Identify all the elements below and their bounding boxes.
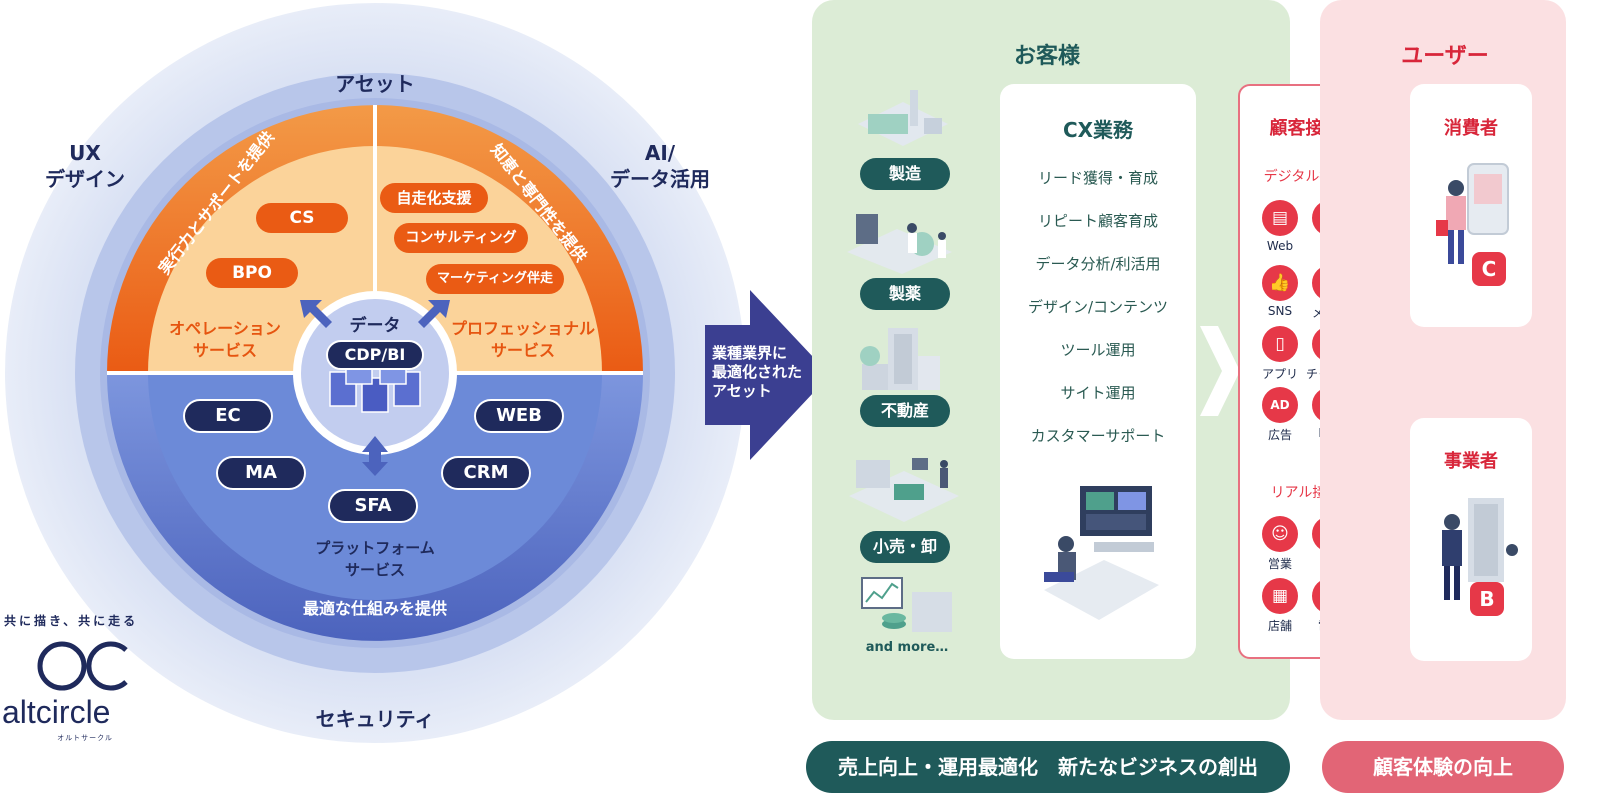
sfa-pill: SFA	[328, 489, 418, 523]
app-caption: アプリ	[1261, 367, 1298, 381]
ma-pill: MA	[216, 456, 306, 490]
cx-item: デザイン/コンテンツ	[1027, 298, 1169, 316]
consumer-badge: C	[1472, 252, 1506, 286]
cx-item: リピート顧客育成	[1037, 212, 1158, 230]
sns-caption: SNS	[1267, 304, 1293, 318]
more-industries-illustration	[861, 577, 952, 632]
users-title: ユーザー	[1401, 44, 1489, 69]
business-title: 事業者	[1444, 451, 1498, 472]
ad-icon: AD	[1262, 387, 1298, 423]
platform-service-label: プラットフォーム サービス	[315, 539, 435, 579]
pharma-illustration	[847, 214, 952, 274]
bpo-pill: BPO	[206, 258, 298, 288]
pro-service-label: プロフェッショナル サービス	[450, 319, 595, 360]
cx-improvement-pill: 顧客体験の向上	[1322, 741, 1564, 793]
crm-pill: CRM	[441, 456, 531, 490]
arrow-icons	[300, 300, 450, 476]
web-icon: ▤	[1262, 200, 1298, 236]
business-illustration	[1442, 498, 1518, 600]
operator-workstation-illustration	[1044, 486, 1159, 620]
industry-manufacturing: 製造	[860, 158, 950, 190]
cdp-bi-pill: CDP/BI	[326, 340, 424, 370]
center-core	[301, 299, 449, 447]
and-more-label: and more…	[865, 640, 949, 655]
store-icon: ▦	[1262, 578, 1298, 614]
marketing-pill: マーケティング伴走	[426, 264, 564, 294]
asset-arrow-label: 業種業界に 最適化された アセット	[712, 344, 803, 400]
consumer-title: 消費者	[1444, 118, 1498, 139]
data-title: データ	[349, 316, 401, 336]
cx-item: ツール運用	[1060, 341, 1136, 359]
brand-tagline: 共に描き、共に走る	[4, 614, 139, 628]
sales-caption: 営業	[1267, 557, 1292, 571]
real-estate-illustration	[860, 328, 940, 390]
asset-label: アセット	[335, 72, 415, 96]
chevron-right-icon	[1200, 326, 1240, 416]
store-caption: 店舗	[1267, 619, 1292, 633]
ad-caption: 広告	[1267, 428, 1292, 442]
cx-title: CX業務	[1062, 118, 1134, 142]
ai-data-label: AI/ データ活用	[610, 141, 710, 191]
web-caption: Web	[1266, 239, 1294, 253]
industry-pharma: 製薬	[860, 278, 950, 310]
cx-item: リード獲得・育成	[1037, 169, 1158, 187]
operation-service-label: オペレーション サービス	[169, 319, 281, 360]
salesperson-icon: ☺	[1262, 516, 1298, 552]
arc-bottom-label: 最適な仕組みを提供	[302, 599, 447, 618]
business-outcome-pill: 売上向上・運用最適化 新たなビジネスの創出	[806, 741, 1290, 793]
factory-illustration	[858, 90, 948, 146]
logo-kana: オルトサークル	[57, 734, 113, 742]
ec-pill: EC	[183, 399, 273, 433]
cx-item: サイト運用	[1060, 384, 1136, 402]
circle-graphic	[5, 3, 745, 743]
customers-title: お客様	[1013, 44, 1080, 69]
thumbs-up-icon: 👍	[1262, 265, 1298, 301]
retail-illustration	[849, 458, 959, 522]
cx-item: データ分析/利活用	[1035, 255, 1161, 273]
web-pill: WEB	[474, 399, 564, 433]
service-circle-diagram: アセット UX デザイン AI/ データ活用 セキュリティ 実行力とサポートを提…	[0, 0, 790, 810]
smartphone-icon: ▯	[1262, 326, 1298, 362]
self-drive-support-pill: 自走化支援	[380, 183, 488, 213]
logo-text: altcircle	[2, 694, 111, 730]
security-label: セキュリティ	[315, 707, 435, 731]
industry-retail: 小売・卸	[860, 531, 950, 563]
cx-item: カスタマーサポート	[1030, 427, 1166, 445]
cs-pill: CS	[256, 203, 348, 233]
industry-real-estate: 不動産	[860, 395, 950, 427]
business-badge: B	[1470, 582, 1504, 616]
ux-design-label: UX デザイン	[45, 141, 125, 191]
altcircle-logo-mark	[37, 641, 128, 691]
asset-arrow	[705, 290, 830, 460]
consulting-pill: コンサルティング	[394, 223, 528, 253]
consumer-illustration	[1436, 163, 1509, 264]
